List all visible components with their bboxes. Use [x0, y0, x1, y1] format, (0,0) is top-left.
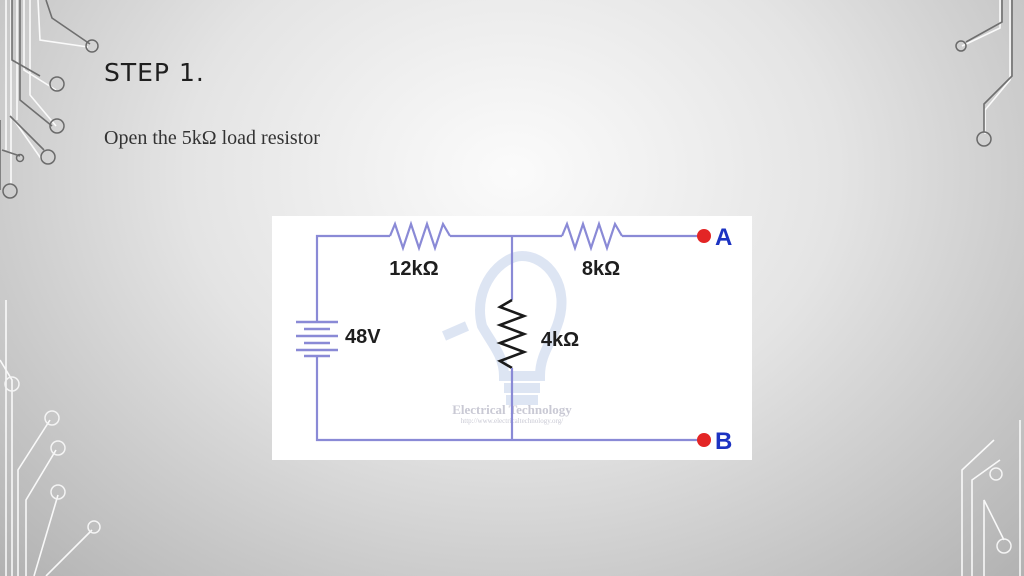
resistor-r2-label: 8kΩ: [582, 258, 620, 280]
terminal-a-dot: [697, 229, 711, 243]
resistor-r2-zigzag: [560, 220, 623, 252]
resistor-r3-zigzag: [496, 298, 528, 370]
circuit-diagram: Electrical Technology http://www.electri…: [272, 216, 752, 460]
terminal-b-label: B: [715, 428, 732, 455]
wire-left-bottom: [315, 356, 702, 442]
circuit-schematic: Electrical Technology http://www.electri…: [296, 220, 732, 455]
slide-title: STEP 1.: [104, 58, 205, 87]
wire-left-top: [315, 234, 390, 319]
resistor-r1-label: 12kΩ: [389, 258, 438, 280]
terminal-a-label: A: [715, 224, 732, 251]
battery-voltage-label: 48V: [345, 326, 381, 348]
battery-symbol: [296, 320, 338, 358]
slide-body-text: Open the 5kΩ load resistor: [104, 127, 320, 149]
terminal-b-dot: [697, 433, 711, 447]
resistor-r3-label: 4kΩ: [541, 329, 579, 351]
lightbulb-watermark-icon: [442, 250, 567, 405]
resistor-r1-zigzag: [388, 220, 451, 252]
